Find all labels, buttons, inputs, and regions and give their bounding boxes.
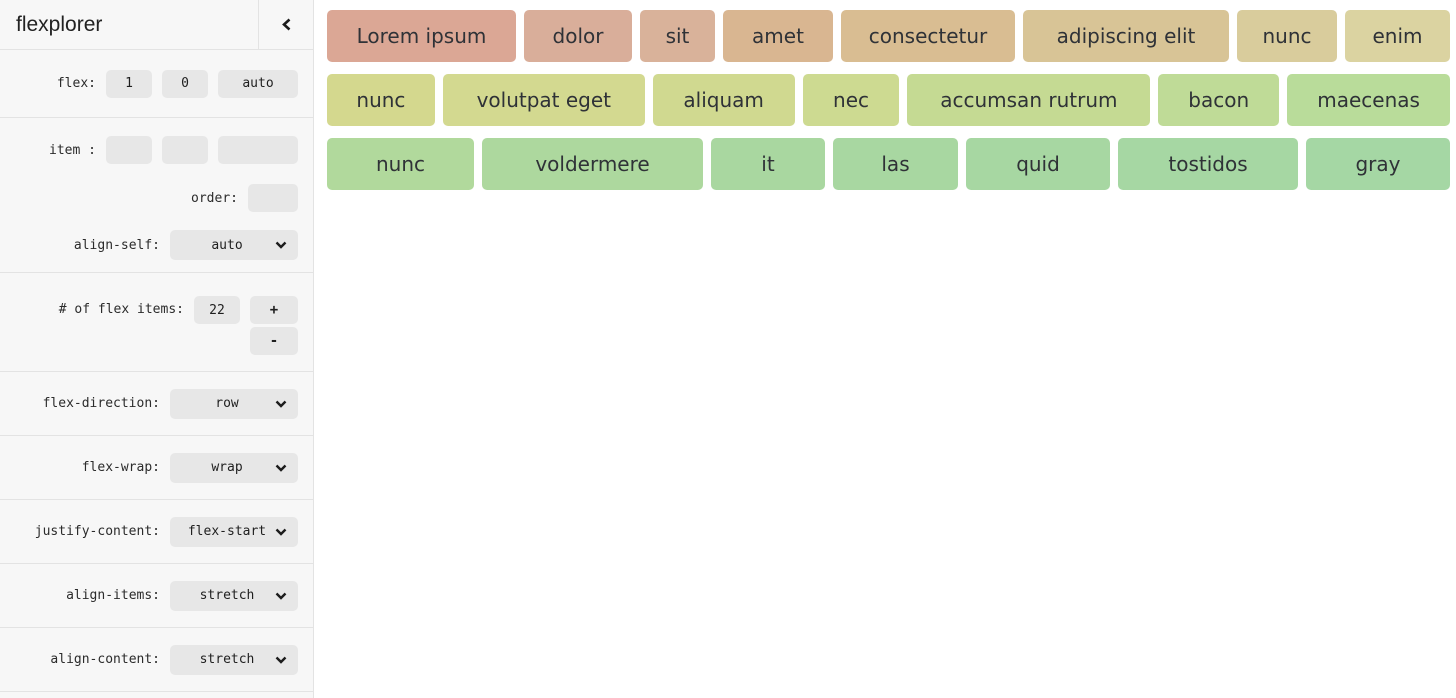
flex-item: nunc: [327, 138, 474, 190]
section-flex: flex:: [0, 50, 313, 118]
section-item: item : order: align-self: auto: [0, 118, 313, 273]
flex-direction-label: flex-direction:: [42, 396, 160, 411]
add-item-button[interactable]: +: [250, 296, 298, 324]
flex-grow-input[interactable]: [106, 69, 152, 98]
sidebar: flexplorer flex: item :: [0, 0, 314, 698]
flex-item: maecenas: [1287, 74, 1451, 126]
remove-item-button[interactable]: -: [250, 327, 298, 355]
item-flex-shrink-input[interactable]: [162, 136, 208, 164]
flex-item: accumsan rutrum: [907, 74, 1151, 126]
section-align-items: align-items: stretch: [0, 564, 313, 628]
align-content-label: align-content:: [50, 652, 160, 667]
flex-direction-select[interactable]: row: [170, 388, 298, 419]
section-flex-item-count: # of flex items: + -: [0, 273, 313, 372]
flex-item: consectetur: [841, 10, 1015, 62]
flex-item: volutpat eget: [442, 74, 645, 126]
flex-item: las: [833, 138, 958, 190]
flex-item: voldermere: [482, 138, 703, 190]
app-title: flexplorer: [16, 13, 103, 36]
flex-item: sit: [640, 10, 715, 62]
sidebar-header: flexplorer: [0, 0, 313, 50]
align-self-select[interactable]: auto: [170, 230, 298, 260]
order-input[interactable]: [248, 184, 298, 212]
section-flex-wrap: flex-wrap: wrap: [0, 436, 313, 500]
item-flex-grow-input[interactable]: [106, 136, 152, 164]
order-row: order:: [0, 184, 298, 212]
section-flex-direction: flex-direction: row: [0, 372, 313, 436]
item-count-stepper: + -: [250, 296, 298, 355]
order-label: order:: [191, 190, 238, 206]
flex-wrap-select[interactable]: wrap: [170, 452, 298, 483]
align-items-label: align-items:: [66, 588, 160, 603]
flex-shrink-input[interactable]: [162, 69, 208, 98]
item-row: item :: [0, 136, 298, 164]
num-flex-items-label: # of flex items:: [58, 302, 184, 317]
flex-item: tostidos: [1118, 138, 1298, 190]
flex-item: nunc: [1237, 10, 1337, 62]
flex-item: bacon: [1158, 74, 1280, 126]
chevron-left-icon: [281, 18, 290, 31]
item-flex-basis-input[interactable]: [218, 136, 298, 164]
align-self-label: align-self:: [73, 237, 160, 253]
align-items-select[interactable]: stretch: [170, 580, 298, 611]
align-content-select[interactable]: stretch: [170, 644, 298, 675]
flex-item: adipiscing elit: [1023, 10, 1229, 62]
flex-item: nec: [802, 74, 900, 126]
item-label: item :: [49, 142, 96, 158]
flex-basis-input[interactable]: [218, 69, 298, 98]
flex-item-count-row: # of flex items: + -: [0, 296, 298, 355]
flex-item: Lorem ipsum: [327, 10, 516, 62]
flex-item: amet: [723, 10, 833, 62]
flex-item: nunc: [327, 74, 435, 126]
section-justify-content: justify-content: flex-start: [0, 500, 313, 564]
flex-item: enim: [1345, 10, 1450, 62]
flex-item: dolor: [524, 10, 632, 62]
align-self-row: align-self: auto: [0, 230, 298, 260]
flex-label: flex:: [56, 76, 96, 91]
num-flex-items-input[interactable]: [194, 296, 240, 324]
flex-wrap-label: flex-wrap:: [81, 460, 160, 475]
flex-item: aliquam: [652, 74, 795, 126]
flex-item: gray: [1306, 138, 1450, 190]
justify-content-select[interactable]: flex-start: [170, 516, 298, 547]
flex-item: quid: [966, 138, 1110, 190]
justify-content-label: justify-content:: [34, 524, 160, 539]
section-align-content: align-content: stretch: [0, 628, 313, 692]
flex-item: it: [711, 138, 825, 190]
sidebar-collapse-button[interactable]: [258, 0, 313, 49]
flex-row: flex:: [56, 69, 298, 98]
